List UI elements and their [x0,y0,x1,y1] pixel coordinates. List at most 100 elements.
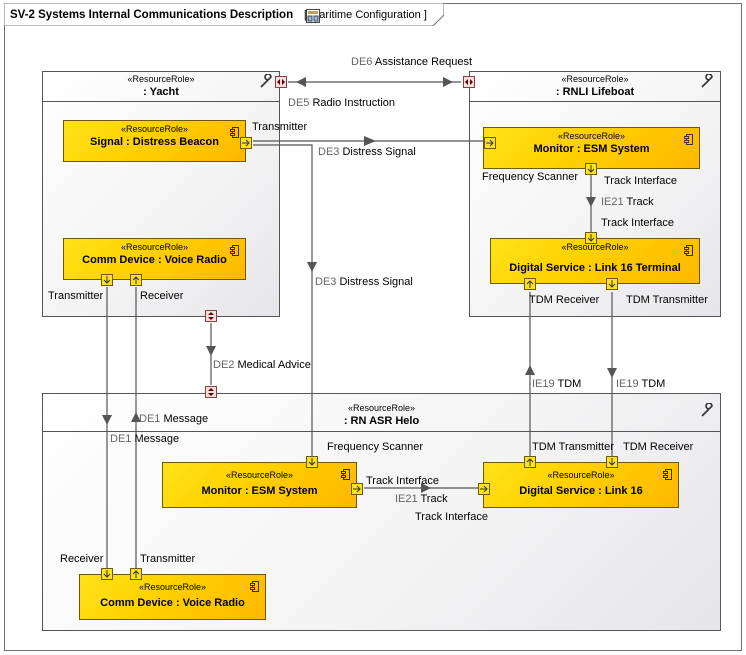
helo-digital-tdm-receiver-port[interactable] [606,456,618,468]
helo-top-port[interactable] [205,386,217,398]
helo-name: : RN ASR Helo [343,415,420,427]
diagram-title-tab[interactable]: SV-2 Systems Internal Communications Des… [4,3,444,26]
flow-label-de6[interactable]: DE6 Assistance Request [351,56,473,68]
flow-label-ie21-lifeboat[interactable]: IE21 Track [601,196,654,208]
part-name: Monitor : ESM System [533,143,650,155]
lb-monitor-track-port[interactable] [585,163,597,175]
lb-digital-track-port[interactable] [585,232,597,244]
port-arrow-icon [103,276,111,284]
part-name: Signal : Distress Beacon [90,136,219,148]
port-label-lb-tdm-receiver: TDM Receiver [529,294,600,306]
port-arrow-icon [132,276,140,284]
yacht-comm-device-voice-radio[interactable]: «ResourceRole» Comm Device : Voice Radio [63,238,246,280]
port-label-helo-track-interface-right: Track Interface [415,511,488,523]
part-name: Digital Service : Link 16 [519,485,643,497]
wrench-icon [260,74,272,88]
context-label: [ Maritime Configuration ] [304,9,427,23]
port-label-lb-frequency-scanner: Frequency Scanner [482,171,578,183]
component-icon [341,469,350,480]
signal-distress-beacon[interactable]: «ResourceRole» Signal : Distress Beacon [63,120,246,162]
port-label-yacht-radio-transmitter: Transmitter [48,290,104,302]
port-arrow-icon [608,280,616,288]
port-label-lb-track-interface-top: Track Interface [604,175,677,187]
part-name: Comm Device : Voice Radio [82,254,227,266]
component-icon [230,245,239,256]
port-arrow-icon [208,312,214,320]
port-arrow-icon [465,79,473,85]
port-label-helo-radio-transmitter: Transmitter [140,553,196,565]
lifeboat-external-port[interactable] [463,76,475,88]
yacht-header: «ResourceRole» : Yacht [43,72,279,102]
flow-label-de3-vertical[interactable]: DE3 Distress Signal [315,276,413,288]
helo-monitor-track-port[interactable] [351,483,363,495]
port-label-helo-frequency-scanner: Frequency Scanner [327,441,423,453]
port-arrow-icon [480,485,488,493]
lb-digital-tdm-receiver-port[interactable] [524,278,536,290]
wrench-icon [701,403,713,417]
port-arrow-icon [242,139,250,147]
lifeboat-header: «ResourceRole» : RNLI Lifeboat [470,72,720,102]
component-icon [684,245,693,256]
helo-comm-device-voice-radio[interactable]: «ResourceRole» Comm Device : Voice Radio [79,574,266,620]
port-label-lb-tdm-transmitter: TDM Transmitter [626,294,708,306]
wrench-icon [701,74,713,88]
flow-label-de3-top[interactable]: DE3 Distress Signal [318,146,416,158]
port-label-signal-transmitter: Transmitter [252,121,308,133]
port-arrow-icon [103,570,111,578]
helo-digital-track-port[interactable] [478,483,490,495]
yacht-bottom-port[interactable] [205,310,217,322]
context-name: Maritime Configuration [310,9,421,21]
flow-label-de5[interactable]: DE5 Radio Instruction [288,97,396,109]
part-name: Monitor : ESM System [201,485,318,497]
yacht-radio-transmitter-port[interactable] [101,274,113,286]
yacht-external-port[interactable] [275,76,287,88]
port-arrow-icon [132,570,140,578]
lifeboat-name: : RNLI Lifeboat [555,86,635,98]
signal-transmitter-port[interactable] [240,137,252,149]
flow-label-de1-b[interactable]: DE1 Message [110,433,180,445]
yacht-role[interactable]: «ResourceRole» : Yacht [42,71,280,317]
part-name: Comm Device : Voice Radio [100,597,245,609]
port-label-lb-track-interface-bottom: Track Interface [601,217,674,229]
port-label-yacht-radio-receiver: Receiver [140,290,184,302]
lb-digital-tdm-transmitter-port[interactable] [606,278,618,290]
port-arrow-icon [208,388,214,396]
flow-label-ie19-down[interactable]: IE19 TDM [616,378,666,390]
lifeboat-monitor-esm-system[interactable]: «ResourceRole» Monitor : ESM System [483,127,700,169]
yacht-name: : Yacht [143,86,179,98]
port-label-helo-tdm-transmitter: TDM Transmitter [532,441,614,453]
port-arrow-icon [587,234,595,242]
helo-radio-receiver-port[interactable] [101,568,113,580]
flow-label-ie19-up[interactable]: IE19 TDM [532,378,582,390]
port-arrow-icon [353,485,361,493]
port-arrow-icon [526,280,534,288]
helo-header: «ResourceRole» : RN ASR Helo [43,394,720,432]
flow-label-de2[interactable]: DE2 Medical Advice [213,359,311,371]
helo-monitor-esm-system[interactable]: «ResourceRole» Monitor : ESM System [162,462,357,508]
component-icon [250,581,259,592]
diagram-icon [306,9,320,23]
port-label-helo-track-interface-left: Track Interface [366,475,439,487]
helo-digital-service-link16[interactable]: «ResourceRole» Digital Service : Link 16 [483,462,679,508]
port-arrow-icon [486,139,494,147]
component-icon [230,127,239,138]
lb-monitor-scanner-port[interactable] [484,137,496,149]
flow-label-de1-a[interactable]: DE1 Message [139,413,209,425]
helo-monitor-scanner-port[interactable] [306,456,318,468]
port-label-helo-radio-receiver: Receiver [60,553,104,565]
component-icon [663,469,672,480]
port-arrow-icon [587,165,595,173]
port-arrow-icon [308,458,316,466]
port-arrow-icon [608,458,616,466]
helo-digital-tdm-transmitter-port[interactable] [524,456,536,468]
port-label-helo-tdm-receiver: TDM Receiver [623,441,694,453]
flow-label-ie21-helo[interactable]: IE21 Track [395,493,448,505]
helo-radio-transmitter-port[interactable] [130,568,142,580]
port-arrow-icon [277,79,285,85]
part-name: Digital Service : Link 16 Terminal [509,262,681,274]
port-arrow-icon [526,458,534,466]
diagram-title: SV-2 Systems Internal Communications Des… [10,9,294,21]
component-icon [684,134,693,145]
yacht-radio-receiver-port[interactable] [130,274,142,286]
lifeboat-digital-service-link16-terminal[interactable]: «ResourceRole» Digital Service : Link 16… [490,238,700,284]
